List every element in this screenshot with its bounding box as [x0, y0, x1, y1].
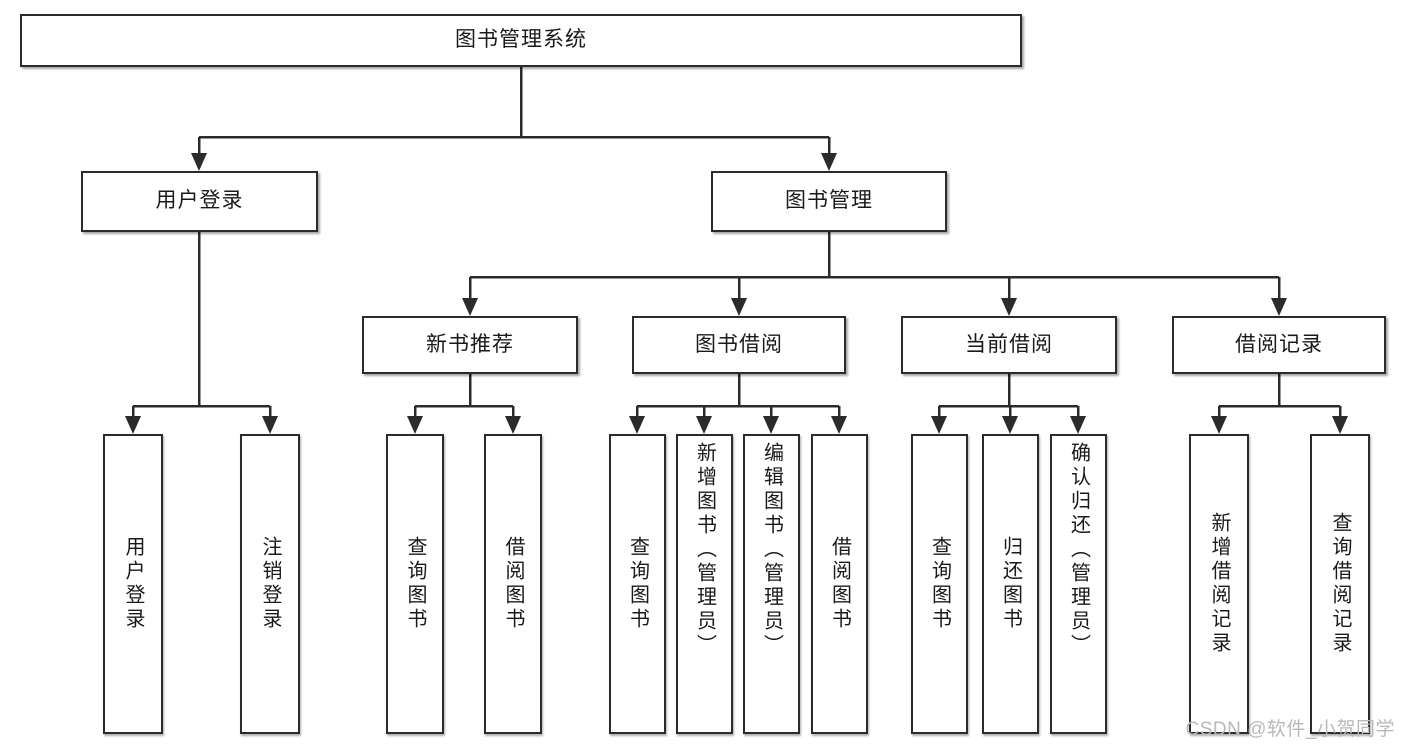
node-label: 新增借阅记录: [1208, 512, 1230, 656]
arrowhead-icon: [1070, 416, 1086, 434]
node-label: 借阅记录: [1235, 332, 1323, 356]
node-level3-1[interactable]: 图书借阅: [632, 316, 846, 374]
node-leaf-8[interactable]: 查询图书: [911, 434, 968, 734]
arrowhead-icon: [262, 416, 278, 434]
arrowhead-icon: [407, 416, 423, 434]
node-label: 图书借阅: [695, 332, 783, 356]
arrowhead-icon: [821, 153, 837, 171]
arrowhead-icon: [731, 298, 747, 316]
node-label: 查询图书: [404, 536, 426, 632]
arrowhead-icon: [763, 416, 779, 434]
node-label: 查询图书: [626, 536, 649, 632]
arrowhead-icon: [931, 416, 947, 434]
node-label: 当前借阅: [965, 332, 1053, 356]
node-leaf-1[interactable]: 注销登录: [240, 434, 300, 734]
node-label: 确认归还（管理员）: [1067, 442, 1090, 658]
node-leaf-2[interactable]: 查询图书: [386, 434, 444, 734]
node-root-图书管理系统[interactable]: 图书管理系统: [20, 14, 1022, 67]
node-label: 图书管理系统: [455, 28, 587, 52]
node-label: 注销登录: [259, 536, 281, 632]
node-label: 新增图书（管理员）: [693, 442, 716, 658]
node-leaf-3[interactable]: 借阅图书: [484, 434, 542, 734]
node-label: 用户登录: [155, 189, 244, 213]
node-level3-3[interactable]: 借阅记录: [1172, 316, 1386, 374]
node-label: 用户登录: [122, 536, 144, 632]
node-label: 查询借阅记录: [1329, 512, 1351, 656]
node-level2-1[interactable]: 图书管理: [711, 171, 947, 232]
node-level3-0[interactable]: 新书推荐: [362, 316, 578, 374]
node-leaf-11[interactable]: 新增借阅记录: [1189, 434, 1249, 734]
node-leaf-10[interactable]: 确认归还（管理员）: [1050, 434, 1107, 734]
node-leaf-7[interactable]: 借阅图书: [811, 434, 868, 734]
node-label: 查询图书: [928, 536, 951, 632]
arrowhead-icon: [125, 416, 141, 434]
arrowhead-icon: [462, 298, 478, 316]
arrowhead-icon: [1002, 416, 1018, 434]
node-label: 借阅图书: [828, 536, 851, 632]
arrowhead-icon: [629, 416, 645, 434]
node-leaf-12[interactable]: 查询借阅记录: [1310, 434, 1370, 734]
arrowhead-icon: [1271, 298, 1287, 316]
node-leaf-5[interactable]: 新增图书（管理员）: [676, 434, 733, 734]
arrowhead-icon: [191, 153, 207, 171]
node-leaf-9[interactable]: 归还图书: [982, 434, 1039, 734]
node-label: 借阅图书: [502, 536, 524, 632]
arrowhead-icon: [505, 416, 521, 434]
node-level2-0[interactable]: 用户登录: [81, 171, 318, 232]
arrowhead-icon: [696, 416, 712, 434]
arrowhead-icon: [1211, 416, 1227, 434]
arrowhead-icon: [1332, 416, 1348, 434]
node-level3-2[interactable]: 当前借阅: [901, 316, 1117, 374]
arrowhead-icon: [1001, 298, 1017, 316]
node-label: 图书管理: [785, 189, 873, 213]
node-leaf-4[interactable]: 查询图书: [609, 434, 666, 734]
node-label: 归还图书: [999, 536, 1022, 632]
node-leaf-0[interactable]: 用户登录: [103, 434, 163, 734]
node-leaf-6[interactable]: 编辑图书（管理员）: [743, 434, 800, 734]
node-label: 编辑图书（管理员）: [760, 442, 783, 658]
node-label: 新书推荐: [426, 332, 514, 356]
arrowhead-icon: [831, 416, 847, 434]
